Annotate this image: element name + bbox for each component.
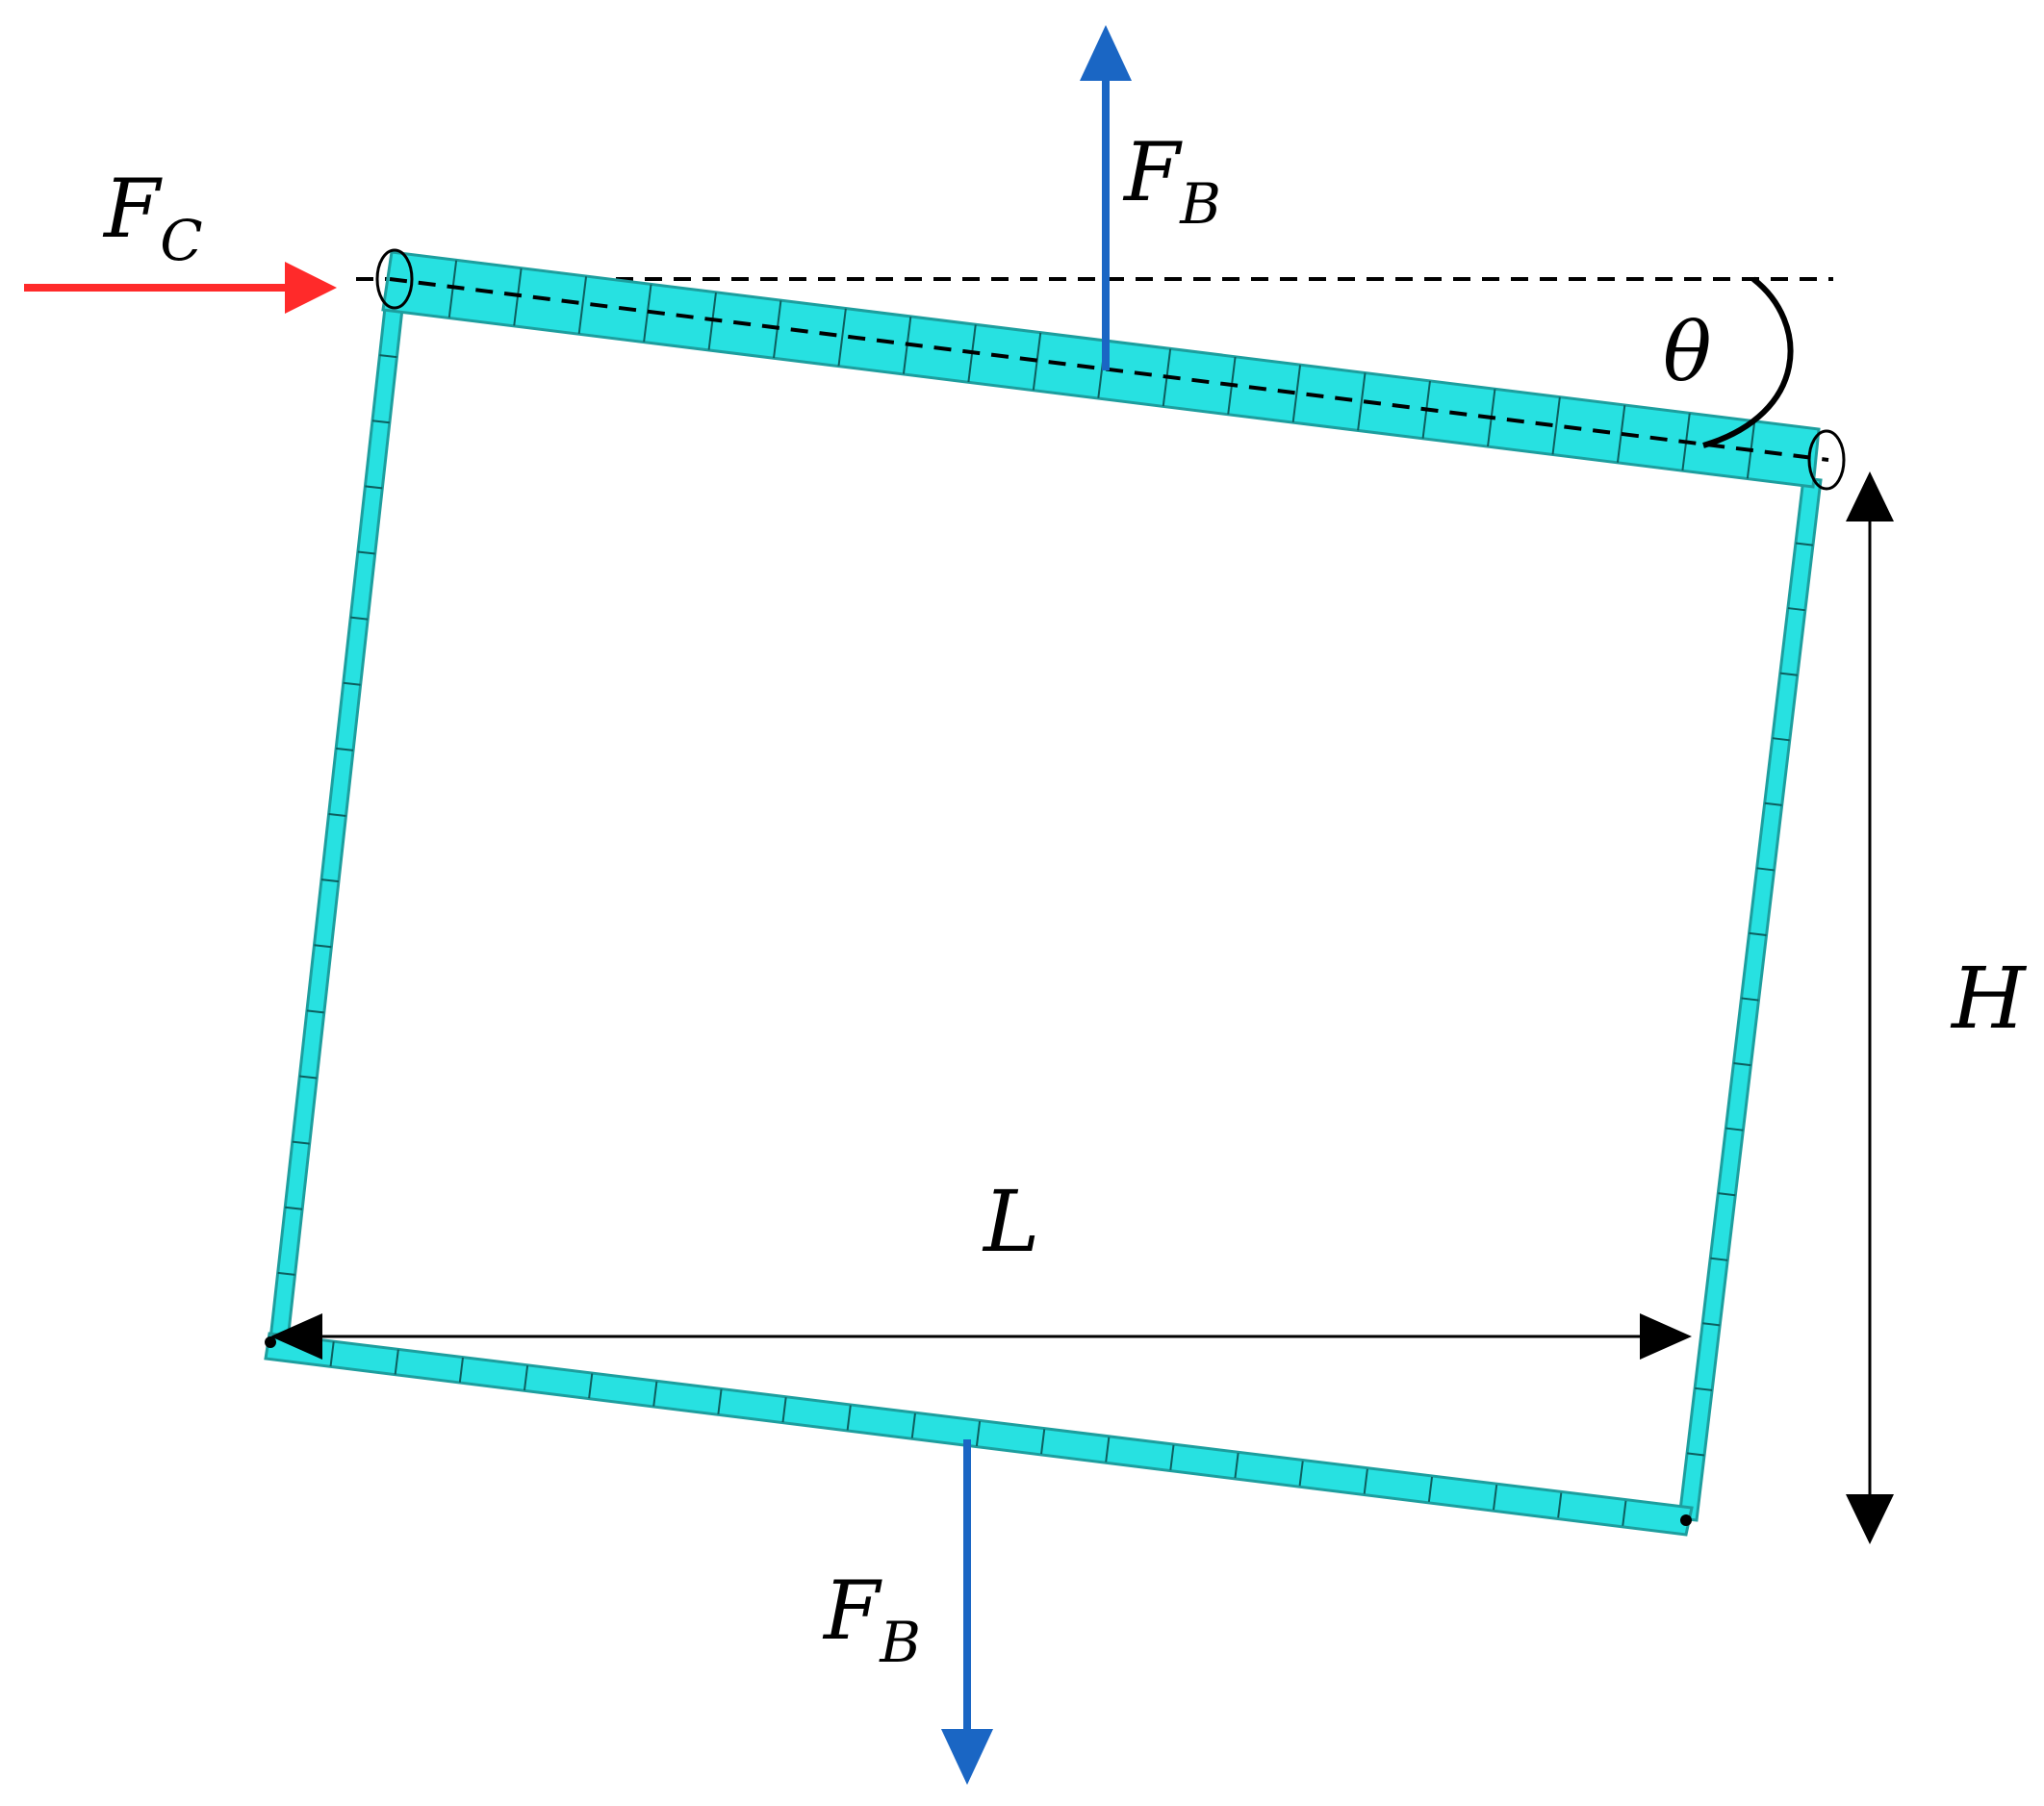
mesh-tick	[371, 420, 390, 424]
mesh-tick	[1764, 801, 1782, 806]
hinge-right-icon	[1807, 429, 1846, 491]
height-label: H	[1950, 949, 2028, 1048]
length-dimension	[270, 1313, 1692, 1360]
angle-label: θ	[1663, 305, 1712, 399]
mesh-tick	[523, 1365, 529, 1391]
mesh-tick	[588, 1373, 594, 1399]
mesh-tick	[1169, 1444, 1175, 1470]
mesh-tick	[343, 681, 361, 686]
mesh-tick	[1357, 372, 1367, 431]
right-vertical-member	[1677, 476, 1823, 1522]
mesh-tick	[1733, 1062, 1751, 1067]
mesh-tick	[1702, 1322, 1721, 1327]
bottom-member	[264, 1332, 1694, 1537]
mesh-tick	[1622, 1500, 1627, 1526]
mesh-tick	[458, 1357, 464, 1383]
mesh-tick	[306, 1009, 324, 1014]
mesh-tick	[447, 260, 458, 318]
mesh-tick	[1493, 1485, 1498, 1511]
mesh-tick	[717, 1388, 723, 1414]
force-buoyancy-top-label: FB	[1122, 125, 1221, 237]
mesh-tick	[320, 878, 339, 883]
mesh-tick	[350, 616, 369, 621]
mesh-tick	[781, 1397, 787, 1423]
mesh-tick	[379, 354, 397, 359]
force-buoyancy-bottom-label: FB	[822, 1564, 921, 1675]
mesh-tick	[1105, 1437, 1111, 1463]
mesh-tick	[1616, 405, 1626, 463]
left-vertical-member	[268, 289, 406, 1342]
mesh-tick	[292, 1140, 310, 1145]
mesh-tick	[329, 1341, 335, 1367]
mesh-tick	[357, 550, 375, 555]
mesh-tick	[652, 1381, 658, 1407]
mesh-tick	[277, 1271, 295, 1276]
length-label: L	[982, 1172, 1039, 1271]
mesh-tick	[1749, 931, 1767, 936]
mesh-tick	[394, 1349, 399, 1375]
mesh-tick	[1741, 997, 1759, 1002]
mesh-tick	[1772, 737, 1790, 742]
mesh-tick	[577, 276, 588, 334]
corner-dot-bottom-right	[1680, 1514, 1692, 1526]
mesh-tick	[299, 1075, 318, 1080]
angle-arc	[1702, 276, 1794, 448]
mesh-tick	[365, 485, 383, 490]
compression-force-arrow	[24, 262, 337, 314]
mesh-tick	[910, 1412, 916, 1438]
mesh-tick	[975, 1420, 982, 1447]
force-compression-label: FC	[102, 162, 203, 273]
mesh-tick	[1718, 1192, 1736, 1197]
mesh-tick	[1787, 607, 1805, 612]
mesh-tick	[1363, 1468, 1368, 1494]
buoyancy-force-arrow-down	[941, 1439, 993, 1785]
mesh-tick	[1725, 1127, 1744, 1132]
height-dimension	[1846, 471, 1894, 1544]
mesh-tick	[1795, 542, 1813, 547]
mesh-tick	[846, 1405, 852, 1431]
corner-dot-bottom-left	[265, 1336, 276, 1348]
buoyancy-force-arrow-up	[1080, 25, 1132, 370]
mesh-tick	[1779, 672, 1798, 676]
mesh-tick	[1551, 396, 1561, 455]
mesh-tick	[314, 944, 332, 949]
mesh-tick	[1710, 1257, 1728, 1261]
mesh-tick	[1234, 1453, 1239, 1479]
hinge-left-icon	[375, 248, 414, 310]
mesh-tick	[1291, 365, 1302, 422]
mesh-tick	[1756, 867, 1775, 872]
mesh-tick	[336, 747, 354, 751]
mesh-tick	[1687, 1452, 1705, 1457]
top-member	[381, 250, 1821, 489]
mesh-tick	[837, 308, 847, 367]
mesh-tick	[1040, 1429, 1046, 1455]
mesh-tick	[1557, 1492, 1563, 1518]
mesh-tick	[1695, 1386, 1713, 1391]
mesh-tick	[328, 813, 346, 817]
mesh-tick	[285, 1206, 303, 1210]
mesh-tick	[1427, 1476, 1434, 1502]
mesh-tick	[1298, 1461, 1304, 1487]
